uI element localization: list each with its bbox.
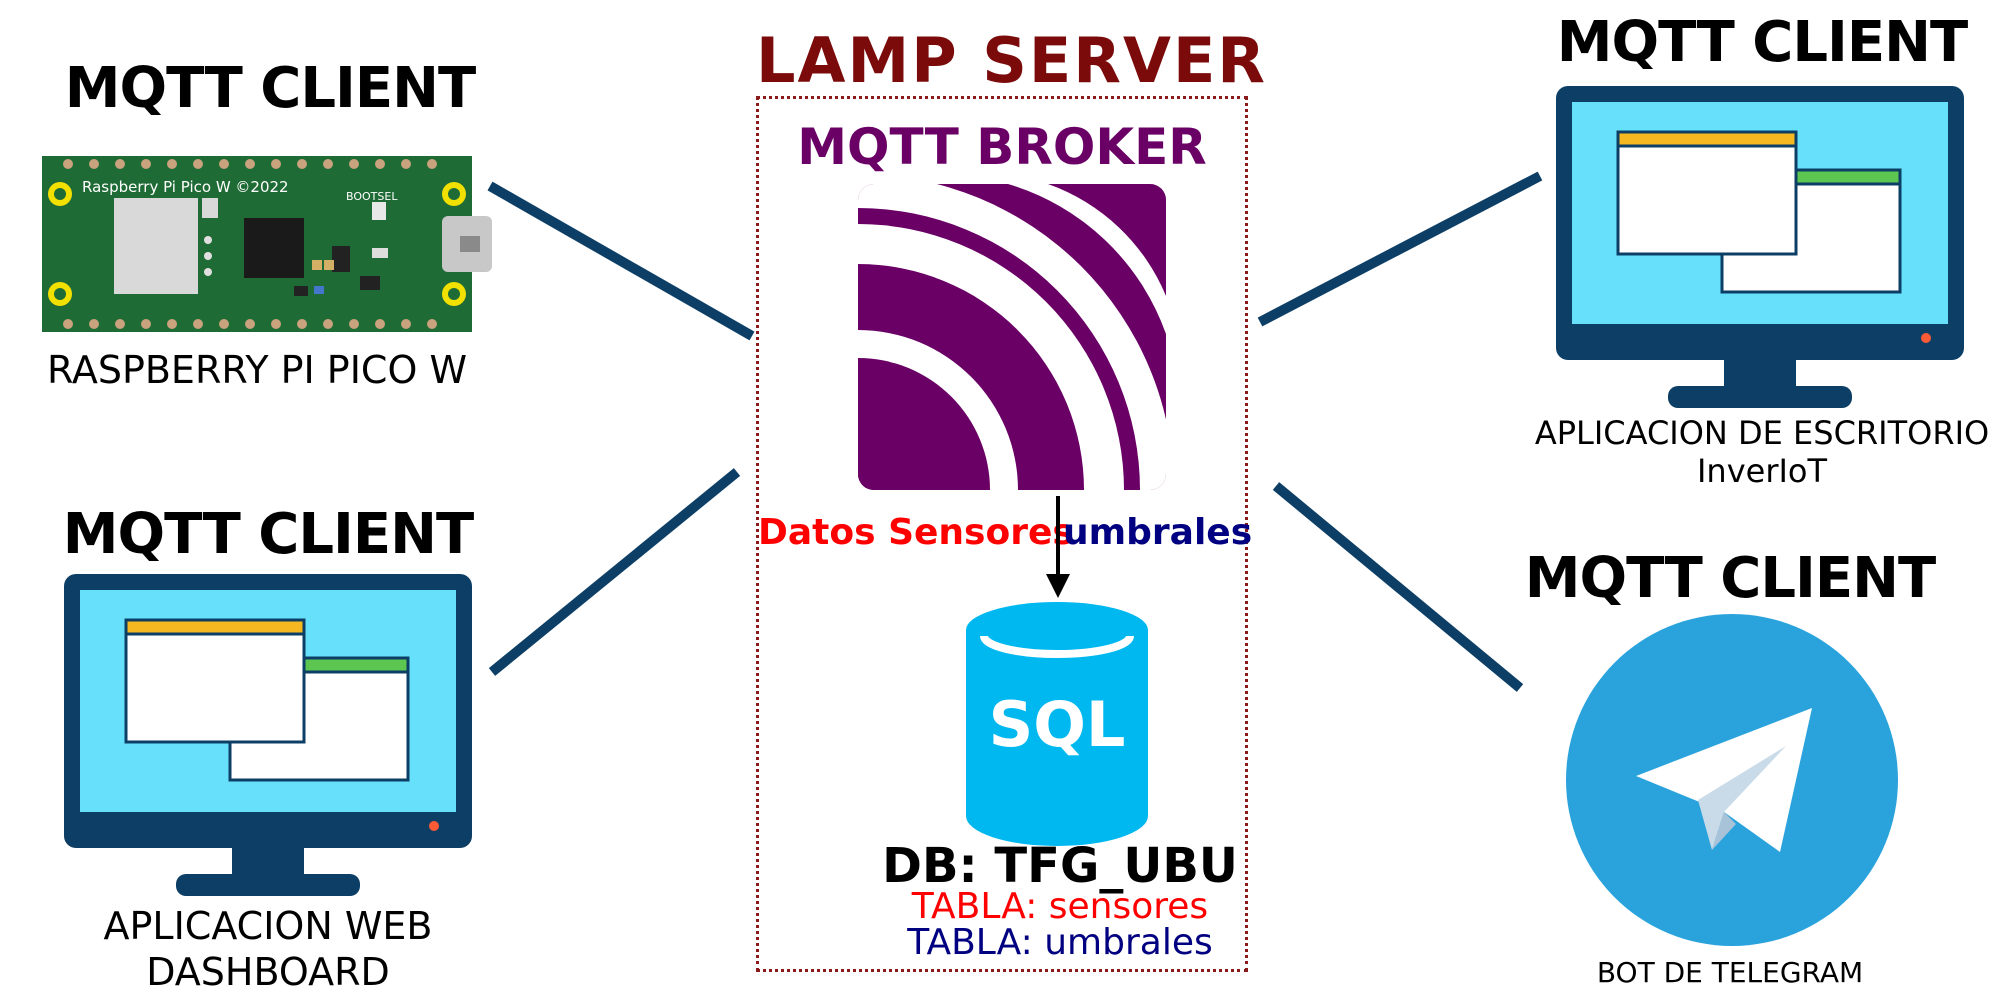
flow-label-sensors: Datos Sensores <box>758 512 1074 553</box>
connector-pico <box>487 181 755 341</box>
pico-bootsel-text: BOOTSEL <box>346 190 398 203</box>
db-name: DB: TFG_UBU <box>882 838 1238 894</box>
telegram-icon <box>1566 614 1898 946</box>
connector-web <box>488 468 741 676</box>
telegram-client-title: MQTT CLIENT <box>1524 546 1936 611</box>
web-caption-line1: APLICACION WEB <box>103 904 433 948</box>
flow-arrow-icon <box>1046 496 1070 598</box>
table-sensors: TABLA: sensores <box>911 886 1209 927</box>
raspberry-pi-pico-icon <box>42 156 492 332</box>
table-thresholds: TABLA: umbrales <box>907 922 1213 963</box>
pico-board-text: Raspberry Pi Pico W ©2022 <box>82 178 289 196</box>
connector-telegram <box>1272 482 1524 692</box>
telegram-caption: BOT DE TELEGRAM <box>1596 956 1864 989</box>
pico-client-title: MQTT CLIENT <box>64 56 476 121</box>
connector-desktop <box>1257 171 1543 327</box>
mqtt-broker-icon <box>858 184 1166 490</box>
desktop-client-title: MQTT CLIENT <box>1556 10 1968 75</box>
broker-label: MQTT BROKER <box>797 118 1207 176</box>
flow-label-thresholds: umbrales <box>1063 512 1253 553</box>
desktop-app-monitor-icon <box>1556 86 1964 408</box>
server-title: LAMP SERVER <box>756 24 1268 97</box>
pico-caption: RASPBERRY PI PICO W <box>46 348 468 392</box>
web-caption-line2: DASHBOARD <box>146 950 390 994</box>
web-dashboard-monitor-icon <box>64 574 472 896</box>
sql-label: SQL <box>988 688 1126 761</box>
desktop-caption-line2: InverIoT <box>1696 452 1828 490</box>
lamp-server-box <box>756 96 1248 972</box>
sql-database-icon <box>966 602 1148 846</box>
web-client-title: MQTT CLIENT <box>62 502 474 567</box>
desktop-caption-line1: APLICACION DE ESCRITORIO <box>1534 414 1990 452</box>
